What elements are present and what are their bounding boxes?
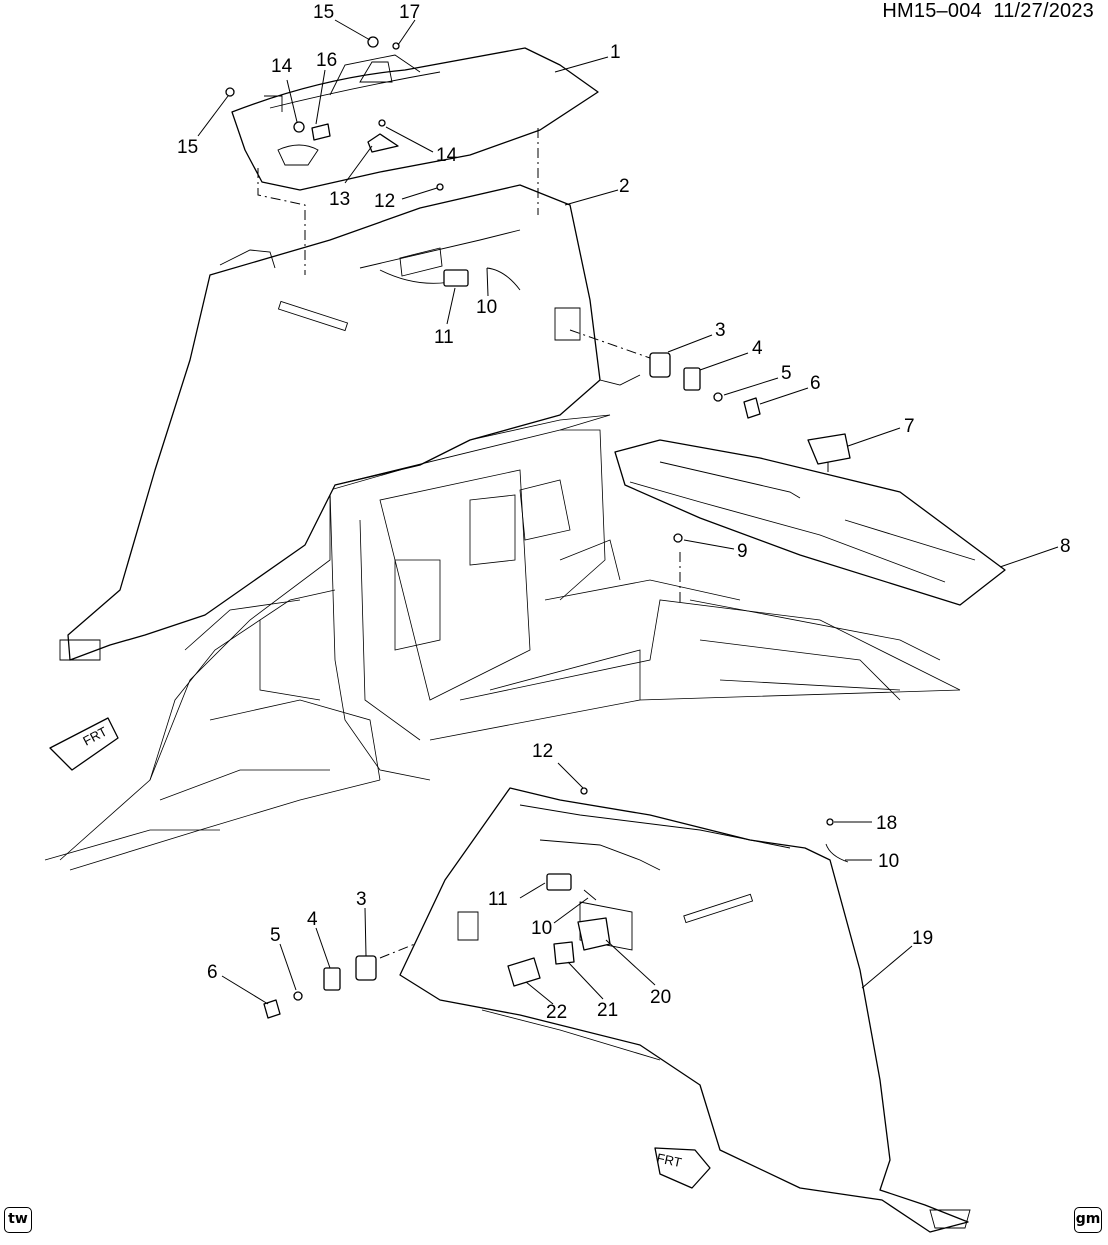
callout-numbers: 1 2 3 4 5 6 7 8 9 10 11 12 13 14 14 15 1… bbox=[177, 2, 1071, 1023]
callout-10: 10 bbox=[878, 851, 899, 872]
callout-18: 18 bbox=[876, 813, 897, 834]
upper-trim-panel bbox=[231, 47, 599, 191]
part-3-bracket bbox=[355, 955, 377, 981]
part-9-clip bbox=[673, 533, 683, 543]
part-14-clip bbox=[378, 119, 386, 127]
callout-6: 6 bbox=[207, 962, 218, 983]
callout-13: 13 bbox=[329, 189, 350, 210]
callout-9: 9 bbox=[737, 541, 748, 562]
part-4-retainer bbox=[683, 367, 701, 391]
callout-3: 3 bbox=[356, 889, 367, 910]
part-10-wire bbox=[583, 889, 597, 901]
part-14-clip bbox=[293, 121, 305, 133]
callout-17: 17 bbox=[399, 2, 420, 23]
diagram-header: HM15–004 11/27/2023 bbox=[882, 0, 1094, 23]
part-10-wire bbox=[486, 267, 521, 291]
part-18-clip bbox=[826, 818, 834, 826]
diagram-date: 11/27/2023 bbox=[993, 0, 1094, 22]
callout-10: 10 bbox=[476, 297, 497, 318]
part-20-outlet-bezel bbox=[577, 917, 611, 951]
part-4-retainer bbox=[323, 967, 341, 991]
callout-3: 3 bbox=[715, 320, 726, 341]
tw-logo: tw bbox=[4, 1207, 32, 1233]
callout-11: 11 bbox=[434, 327, 454, 348]
callout-19: 19 bbox=[912, 928, 933, 949]
callout-5: 5 bbox=[270, 925, 281, 946]
part-12-screw bbox=[580, 787, 588, 795]
part-16-cover bbox=[311, 123, 331, 141]
part-21-outlet bbox=[553, 941, 575, 965]
frt-label: FRT bbox=[655, 1150, 683, 1170]
part-15-nut bbox=[367, 36, 379, 48]
part-11-lamp bbox=[546, 873, 572, 891]
quarter-trim-panel-upper bbox=[67, 184, 601, 661]
quarter-trim-panel-lower bbox=[399, 787, 969, 1233]
part-11-lamp bbox=[443, 269, 469, 287]
callout-8: 8 bbox=[1060, 536, 1071, 557]
callout-11: 11 bbox=[488, 889, 508, 910]
callout-12: 12 bbox=[532, 741, 553, 762]
part-10-wire bbox=[825, 843, 849, 863]
callout-4: 4 bbox=[307, 909, 318, 930]
callout-2: 2 bbox=[619, 176, 630, 197]
part-22-plug bbox=[507, 957, 541, 987]
callout-1: 1 bbox=[610, 42, 621, 63]
vehicle-body-structure bbox=[44, 414, 961, 871]
alignment-line bbox=[569, 329, 651, 359]
sill-plate bbox=[614, 439, 1006, 606]
grab-strip bbox=[683, 893, 754, 924]
callout-4: 4 bbox=[752, 338, 763, 359]
part-5-screw bbox=[713, 392, 723, 402]
diagram-code: HM15–004 bbox=[882, 0, 982, 22]
callout-7: 7 bbox=[904, 416, 915, 437]
part-6-cap bbox=[743, 397, 761, 419]
callout-21: 21 bbox=[597, 1000, 618, 1021]
part-6-cap bbox=[263, 999, 281, 1019]
grab-strip bbox=[277, 300, 349, 332]
part-3-bracket bbox=[649, 352, 671, 378]
callout-5: 5 bbox=[781, 363, 792, 384]
callout-22: 22 bbox=[546, 1002, 567, 1023]
gm-logo: gm bbox=[1074, 1207, 1102, 1233]
part-5-screw bbox=[293, 991, 303, 1001]
part-12-screw bbox=[436, 183, 444, 191]
callout-15: 15 bbox=[177, 137, 198, 158]
part-15-nut bbox=[225, 87, 235, 97]
callout-6: 6 bbox=[810, 373, 821, 394]
callout-14: 14 bbox=[436, 145, 458, 166]
front-arrow-icon: FRT bbox=[49, 717, 119, 771]
part-7-badge bbox=[807, 433, 851, 465]
callout-15: 15 bbox=[313, 2, 334, 23]
callout-16: 16 bbox=[316, 50, 337, 71]
part-17-clip bbox=[392, 42, 400, 50]
callout-20: 20 bbox=[650, 987, 671, 1008]
callout-10: 10 bbox=[531, 918, 552, 939]
callout-14: 14 bbox=[271, 56, 293, 77]
callout-12: 12 bbox=[374, 191, 395, 212]
leader-lines bbox=[197, 19, 1059, 1005]
front-arrow-icon: FRT bbox=[654, 1147, 711, 1189]
